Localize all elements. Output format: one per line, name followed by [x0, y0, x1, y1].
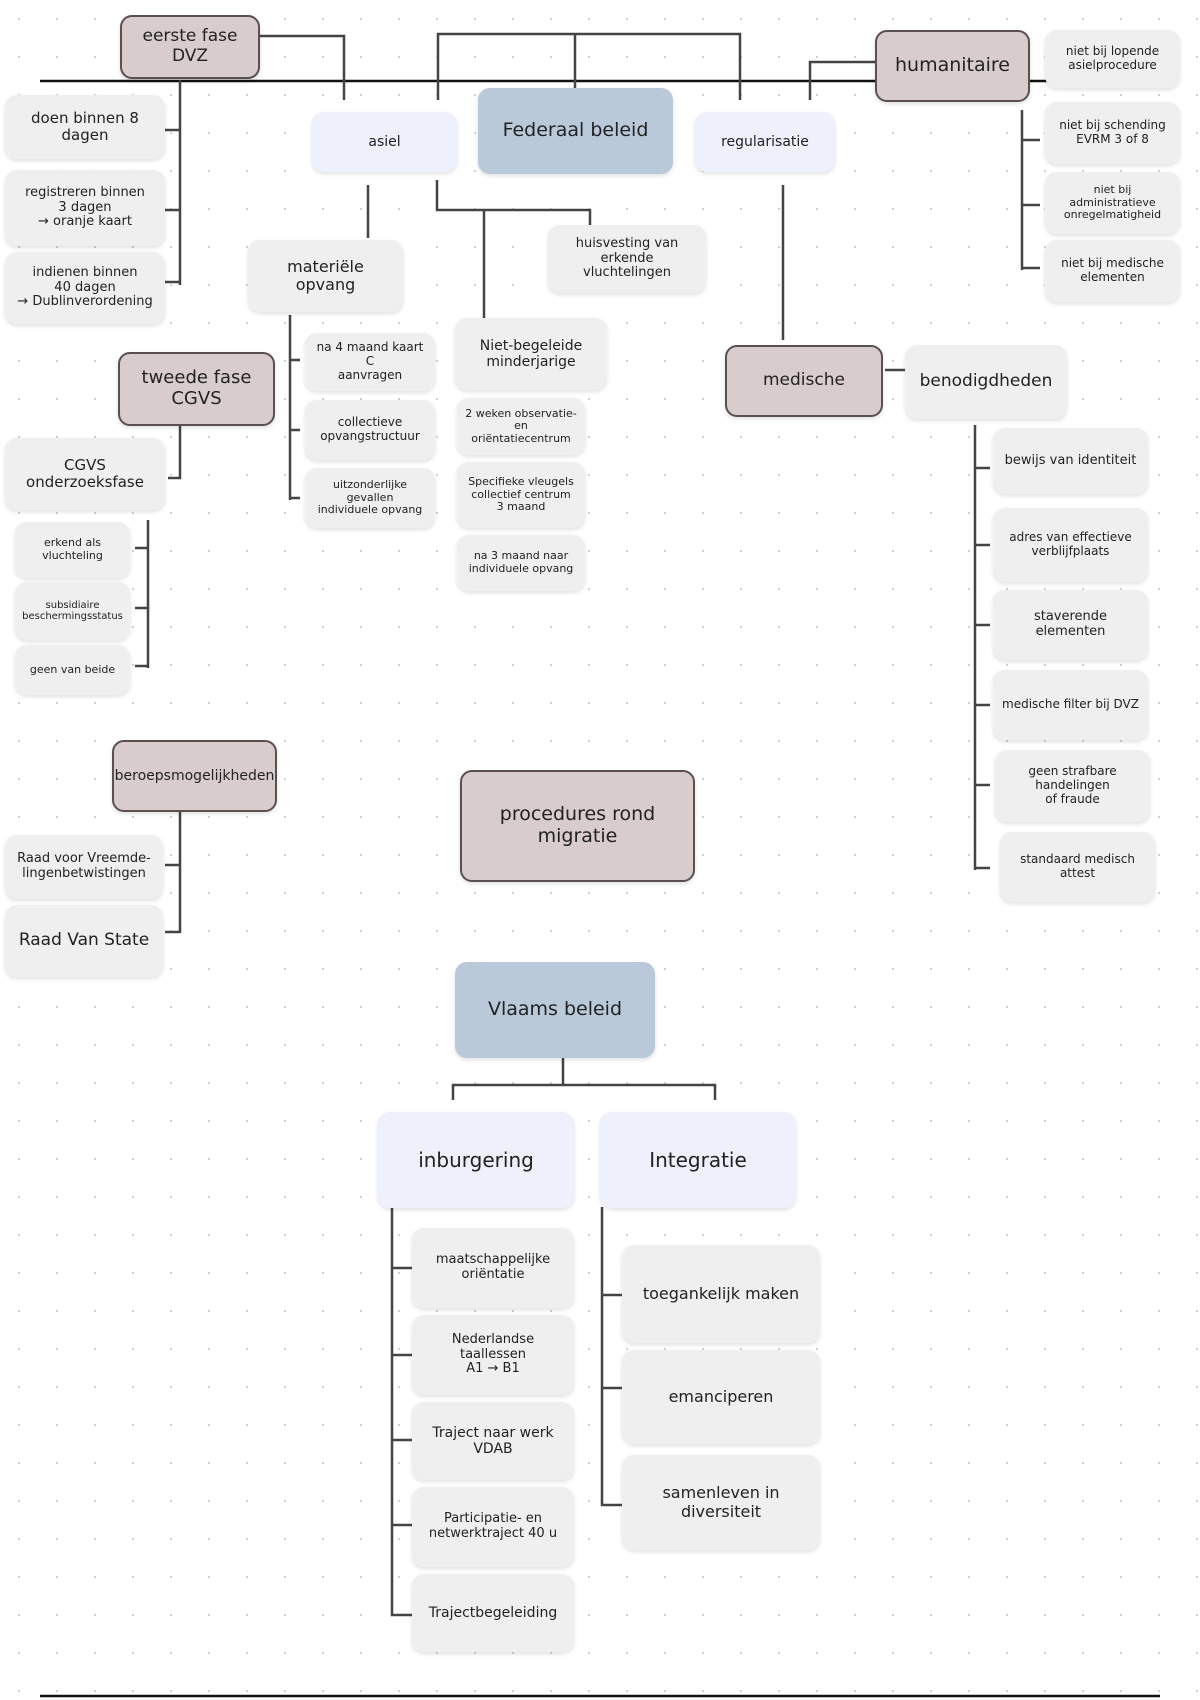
node-opvang-item: na 4 maand kaart C aanvragen — [305, 333, 435, 391]
node-eerste-fase: eerste fase DVZ — [120, 15, 260, 79]
node-humanitaire: humanitaire — [875, 30, 1030, 102]
node-eerste-fase-item: doen binnen 8 dagen — [5, 95, 165, 159]
node-central-title: procedures rond migratie — [460, 770, 695, 882]
node-inburgering-item: Nederlandse taallessen A1 → B1 — [412, 1315, 574, 1395]
node-cgvs-item: subsidiaire beschermingsstatus — [15, 582, 130, 640]
node-inburgering-item: Trajectbegeleiding — [412, 1574, 574, 1652]
node-opvang-item: collectieve opvangstructuur — [305, 400, 435, 460]
node-medische-item: bewijs van identiteit — [993, 428, 1148, 494]
node-cgvs-item: geen van beide — [15, 645, 130, 695]
node-beroepsmogelijkheden: beroepsmogelijkheden — [112, 740, 277, 812]
node-beroep-item: Raad Van State — [5, 905, 163, 977]
node-eerste-fase-item: registreren binnen 3 dagen → oranje kaar… — [5, 170, 165, 246]
node-integratie-item: samenleven in diversiteit — [622, 1455, 820, 1550]
node-medische-item: staverende elementen — [993, 590, 1148, 660]
node-medische-item: medische filter bij DVZ — [993, 670, 1148, 740]
node-medische-item: standaard medisch attest — [1000, 832, 1155, 902]
node-integratie-item: emanciperen — [622, 1350, 820, 1444]
node-inburgering-item: maatschappelijke oriëntatie — [412, 1228, 574, 1308]
node-federaal-beleid: Federaal beleid — [478, 88, 673, 174]
node-humanitaire-item: niet bij lopende asielprocedure — [1045, 30, 1180, 88]
node-opvang-item: uitzonderlijke gevallen individuele opva… — [305, 468, 435, 528]
node-medische-item: adres van effectieve verblijfplaats — [993, 508, 1148, 582]
node-asiel: asiel — [312, 112, 457, 172]
node-minderjarigen: Niet-begeleide minderjarige — [455, 318, 607, 390]
node-integratie: Integratie — [600, 1112, 796, 1208]
node-cgvs-item: erkend als vluchteling — [15, 522, 130, 578]
node-medische: medische — [725, 345, 883, 417]
node-integratie-item: toegankelijk maken — [622, 1245, 820, 1343]
node-inburgering-item: Participatie- en netwerktraject 40 u — [412, 1487, 574, 1567]
node-eerste-fase-item: indienen binnen 40 dagen → Dublinverorde… — [5, 252, 165, 324]
node-vlaams-beleid: Vlaams beleid — [455, 962, 655, 1058]
node-tweede-fase: tweede fase CGVS — [118, 352, 275, 426]
node-benodigdheden: benodigdheden — [905, 345, 1067, 419]
node-humanitaire-item: niet bij administratieve onregelmatighei… — [1045, 172, 1180, 234]
node-medische-item: geen strafbare handelingen of fraude — [995, 750, 1150, 822]
node-humanitaire-item: niet bij schending EVRM 3 of 8 — [1045, 102, 1180, 164]
node-materiele-opvang: materiële opvang — [248, 240, 403, 312]
node-humanitaire-item: niet bij medische elementen — [1045, 240, 1180, 302]
node-minderjarigen-item: 2 weken observatie- en oriëntatiecentrum — [457, 398, 585, 455]
node-inburgering-item: Traject naar werk VDAB — [412, 1402, 574, 1480]
node-beroep-item: Raad voor Vreemde- lingenbetwistingen — [5, 835, 163, 899]
node-minderjarigen-item: na 3 maand naar individuele opvang — [457, 535, 585, 591]
node-cgvs-onderzoeksfase: CGVS onderzoeksfase — [5, 438, 165, 510]
node-inburgering: inburgering — [378, 1112, 574, 1208]
node-huisvesting: huisvesting van erkende vluchtelingen — [548, 225, 706, 293]
node-minderjarigen-item: Specifieke vleugels collectief centrum 3… — [457, 462, 585, 528]
node-regularisatie: regularisatie — [695, 112, 835, 172]
